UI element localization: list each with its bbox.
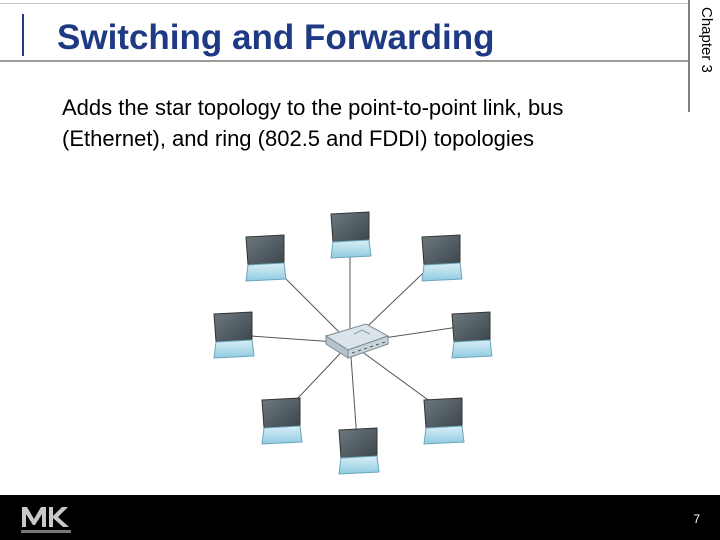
chapter-divider: [688, 0, 690, 112]
link-line: [349, 342, 358, 441]
link-line: [349, 342, 443, 411]
page-number: 7: [693, 512, 700, 526]
slide-title: Switching and Forwarding: [57, 18, 495, 57]
laptop-icon: [330, 211, 372, 259]
star-topology-diagram: [213, 211, 493, 475]
switch-icon: [324, 323, 390, 359]
laptop-icon: [423, 397, 465, 445]
title-top-rule: [0, 3, 688, 4]
laptop-icon: [421, 234, 463, 282]
slide-body-text: Adds the star topology to the point-to-p…: [62, 95, 564, 151]
chapter-tag: Chapter 3: [694, 4, 718, 104]
title-accent-bar: [22, 14, 24, 56]
laptop-icon: [451, 311, 493, 359]
chapter-label: Chapter 3: [698, 7, 715, 73]
title-underline-rule: [0, 60, 688, 62]
laptop-icon: [338, 427, 380, 475]
laptop-icon: [245, 234, 287, 282]
mk-logo: [21, 507, 71, 533]
laptop-icon: [213, 311, 255, 359]
footer-bar: [0, 495, 720, 540]
laptop-icon: [261, 397, 303, 445]
